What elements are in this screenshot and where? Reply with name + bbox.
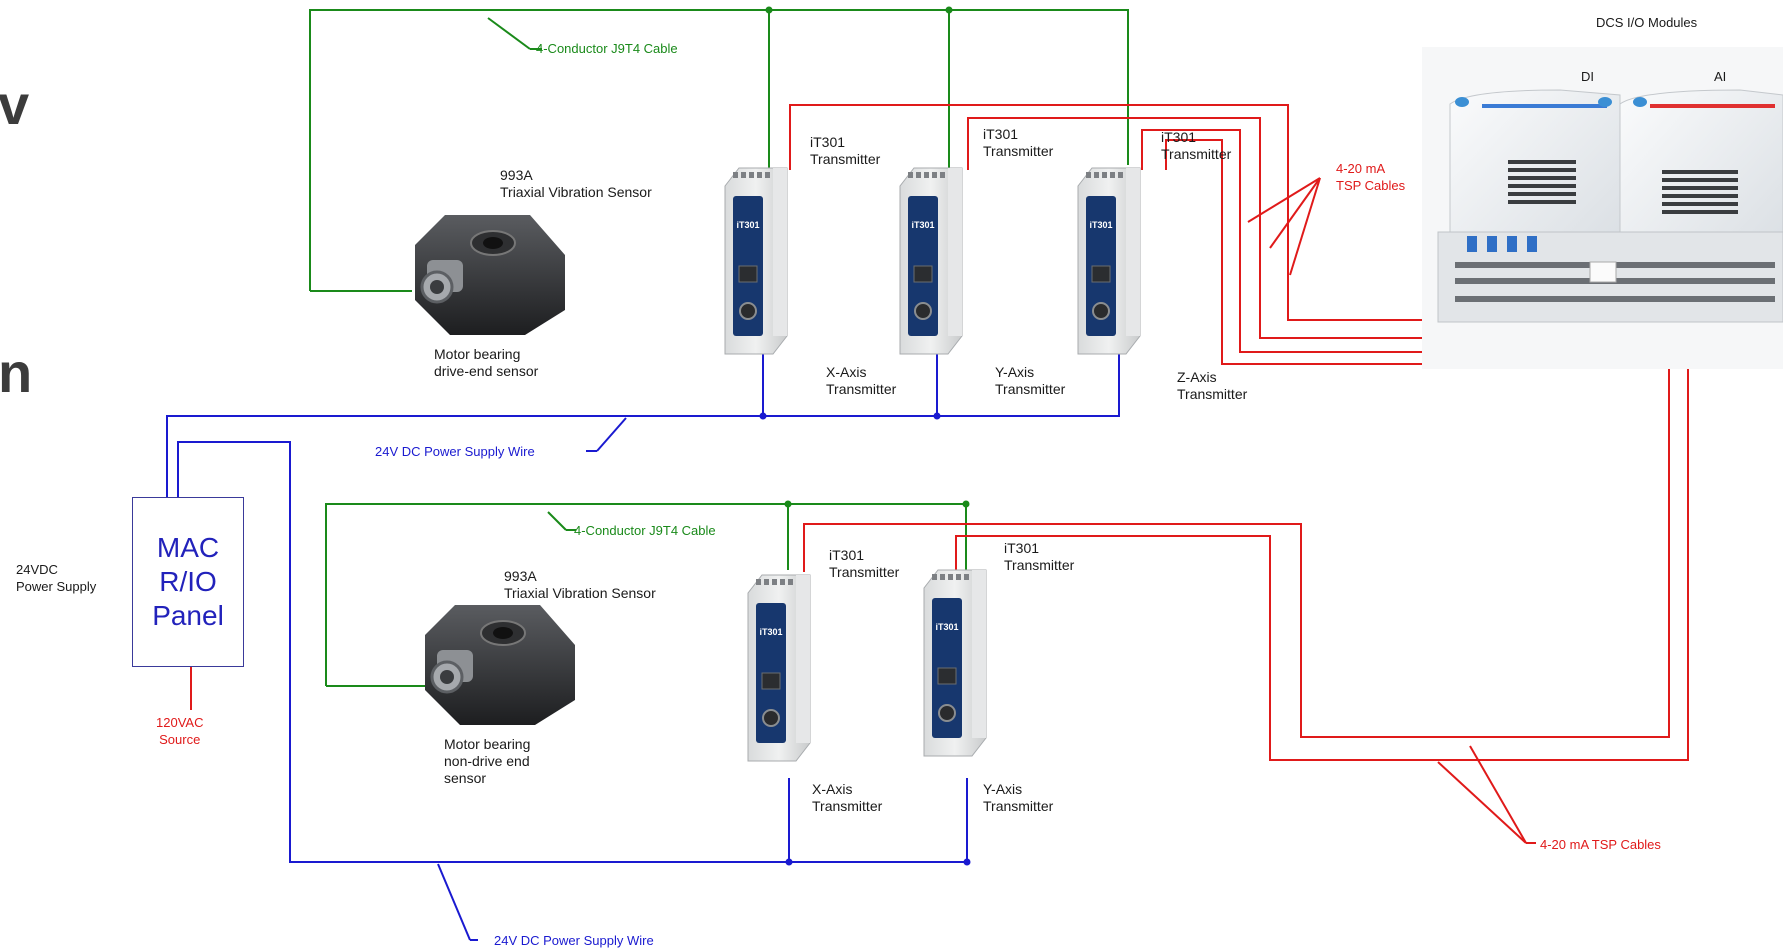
top-tx-z-axis: Z-Axis Transmitter xyxy=(1177,369,1248,402)
bottom-transmitter-x: iT301 xyxy=(747,574,811,762)
bottom-vibration-sensor xyxy=(425,605,575,725)
top-tx-x-name: iT301 Transmitter xyxy=(810,134,881,167)
dcs-di-label: DI xyxy=(1581,69,1594,84)
ac-source-label: 120VAC Source xyxy=(156,715,204,747)
bottom-tsp-label: 4-20 mA TSP Cables xyxy=(1540,837,1661,852)
top-vibration-sensor xyxy=(415,215,565,335)
edge-letter-middle: n xyxy=(0,341,33,404)
bottom-power-wire xyxy=(177,441,968,941)
top-tsp-label: 4-20 mA TSP Cables xyxy=(1336,161,1406,193)
dcs-ai-label: AI xyxy=(1714,69,1727,84)
bottom-sensor-label: Motor bearing non-drive end sensor xyxy=(444,736,531,786)
top-power-wire xyxy=(166,348,1120,497)
power-supply-label: 24VDC Power Supply xyxy=(16,562,97,594)
top-power-wire-label: 24V DC Power Supply Wire xyxy=(375,444,535,459)
top-j9t4-cable xyxy=(309,9,1129,292)
top-tx-y-name: iT301 Transmitter xyxy=(983,126,1054,159)
bottom-power-wire-label: 24V DC Power Supply Wire xyxy=(494,933,654,948)
bottom-transmitter-y: iT301 xyxy=(923,569,987,757)
transmitter-device-label: iT301 xyxy=(935,622,958,632)
transmitter-device-label: iT301 xyxy=(736,220,759,230)
dcs-title: DCS I/O Modules xyxy=(1596,15,1698,30)
bottom-tx-x-name: iT301 Transmitter xyxy=(829,547,900,580)
top-tx-x-axis: X-Axis Transmitter xyxy=(826,364,897,397)
mac-rio-panel: MAC R/IO Panel xyxy=(132,497,244,667)
bottom-cable-label: 4-Conductor J9T4 Cable xyxy=(574,523,716,538)
bottom-tx-y-axis: Y-Axis Transmitter xyxy=(983,781,1054,814)
mac-rio-panel-label: MAC R/IO Panel xyxy=(152,532,224,631)
transmitter-device-label: iT301 xyxy=(911,220,934,230)
edge-letter-top: v xyxy=(0,73,30,136)
dcs-io-modules xyxy=(1422,47,1783,369)
top-sensor-label: Motor bearing drive-end sensor xyxy=(434,346,539,379)
top-transmitter-x: iT301 xyxy=(724,167,788,355)
top-cable-label: 4-Conductor J9T4 Cable xyxy=(536,41,678,56)
bottom-tsp-cables xyxy=(190,320,1689,844)
transmitter-device-label: iT301 xyxy=(759,627,782,637)
top-transmitter-y: iT301 xyxy=(899,167,963,355)
bottom-tx-x-axis: X-Axis Transmitter xyxy=(812,781,883,814)
top-transmitter-z: iT301 xyxy=(1077,167,1141,355)
transmitter-device-label: iT301 xyxy=(1089,220,1112,230)
top-tx-z-name: iT301 Transmitter xyxy=(1161,129,1232,162)
top-tx-y-axis: Y-Axis Transmitter xyxy=(995,364,1066,397)
bottom-tx-y-name: iT301 Transmitter xyxy=(1004,540,1075,573)
top-tsp-cables xyxy=(789,104,1710,365)
bottom-sensor-model: 993A Triaxial Vibration Sensor xyxy=(504,568,656,601)
top-sensor-model: 993A Triaxial Vibration Sensor xyxy=(500,167,652,200)
